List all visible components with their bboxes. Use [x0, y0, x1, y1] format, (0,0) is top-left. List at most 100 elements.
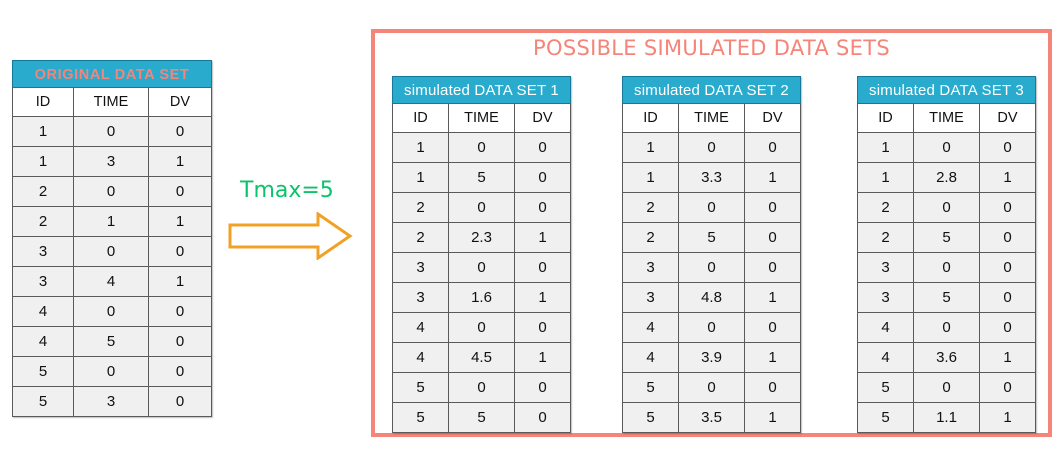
cell-id: 4: [622, 312, 679, 343]
simulated-1-title: simulated DATA SET 1: [392, 76, 571, 104]
cell-dv: 0: [514, 402, 571, 433]
cell-dv: 1: [744, 162, 801, 193]
cell-time: 0: [73, 356, 149, 387]
simulated-data-sets-panel: [371, 29, 1052, 437]
cell-time: 0: [73, 116, 149, 147]
column-header-id: ID: [622, 103, 679, 133]
cell-time: 5: [678, 222, 745, 253]
cell-dv: 1: [514, 282, 571, 313]
simulated-1-title-row: simulated DATA SET 1: [392, 76, 571, 104]
cell-time: 2.8: [913, 162, 980, 193]
cell-time: 5: [73, 326, 149, 357]
cell-dv: 0: [979, 192, 1036, 223]
column-header-time: TIME: [678, 103, 745, 133]
cell-id: 5: [857, 372, 914, 403]
cell-id: 1: [392, 132, 449, 163]
simulated-2-title-text: simulated DATA SET 2: [634, 81, 789, 99]
cell-time: 0: [913, 252, 980, 283]
column-header-dv: DV: [744, 103, 801, 133]
cell-time: 0: [448, 372, 515, 403]
cell-id: 4: [857, 312, 914, 343]
simulated-1-header-row: ID TIME DV: [392, 103, 571, 133]
simulated-3-title-row: simulated DATA SET 3: [857, 76, 1036, 104]
cell-id: 2: [857, 222, 914, 253]
simulated-2-header-row: ID TIME DV: [622, 103, 801, 133]
cell-id: 1: [12, 116, 74, 147]
cell-dv: 0: [514, 312, 571, 343]
cell-time: 0: [73, 176, 149, 207]
cell-time: 0: [448, 312, 515, 343]
cell-id: 2: [392, 222, 449, 253]
cell-time: 5: [913, 222, 980, 253]
cell-dv: 0: [744, 312, 801, 343]
cell-time: 0: [678, 252, 745, 283]
cell-time: 1.6: [448, 282, 515, 313]
cell-id: 1: [392, 162, 449, 193]
cell-dv: 1: [979, 402, 1036, 433]
cell-dv: 0: [148, 326, 212, 357]
tmax-label: Tmax=5: [240, 178, 334, 203]
cell-id: 4: [622, 342, 679, 373]
cell-time: 3: [73, 146, 149, 177]
cell-time: 0: [678, 192, 745, 223]
cell-time: 0: [678, 312, 745, 343]
simulated-2-title-row: simulated DATA SET 2: [622, 76, 801, 104]
cell-time: 0: [678, 132, 745, 163]
cell-id: 1: [622, 162, 679, 193]
cell-id: 3: [857, 252, 914, 283]
cell-time: 4: [73, 266, 149, 297]
cell-dv: 0: [744, 192, 801, 223]
cell-dv: 1: [744, 282, 801, 313]
cell-dv: 0: [744, 132, 801, 163]
cell-id: 3: [12, 266, 74, 297]
cell-id: 4: [392, 312, 449, 343]
cell-dv: 0: [148, 176, 212, 207]
cell-id: 1: [12, 146, 74, 177]
cell-dv: 0: [514, 372, 571, 403]
cell-id: 5: [12, 386, 74, 417]
cell-dv: 0: [979, 132, 1036, 163]
cell-dv: 0: [148, 356, 212, 387]
simulated-3-title-text: simulated DATA SET 3: [869, 81, 1024, 99]
cell-time: 1: [73, 206, 149, 237]
cell-time: 0: [73, 296, 149, 327]
cell-time: 0: [913, 312, 980, 343]
column-header-time: TIME: [73, 87, 149, 117]
cell-time: 0: [448, 192, 515, 223]
cell-dv: 1: [148, 146, 212, 177]
column-header-id: ID: [857, 103, 914, 133]
cell-id: 4: [392, 342, 449, 373]
cell-time: 0: [73, 236, 149, 267]
simulated-3-title: simulated DATA SET 3: [857, 76, 1036, 104]
cell-time: 3.6: [913, 342, 980, 373]
cell-id: 1: [857, 132, 914, 163]
cell-dv: 0: [979, 282, 1036, 313]
column-header-dv: DV: [148, 87, 212, 117]
cell-dv: 1: [514, 342, 571, 373]
